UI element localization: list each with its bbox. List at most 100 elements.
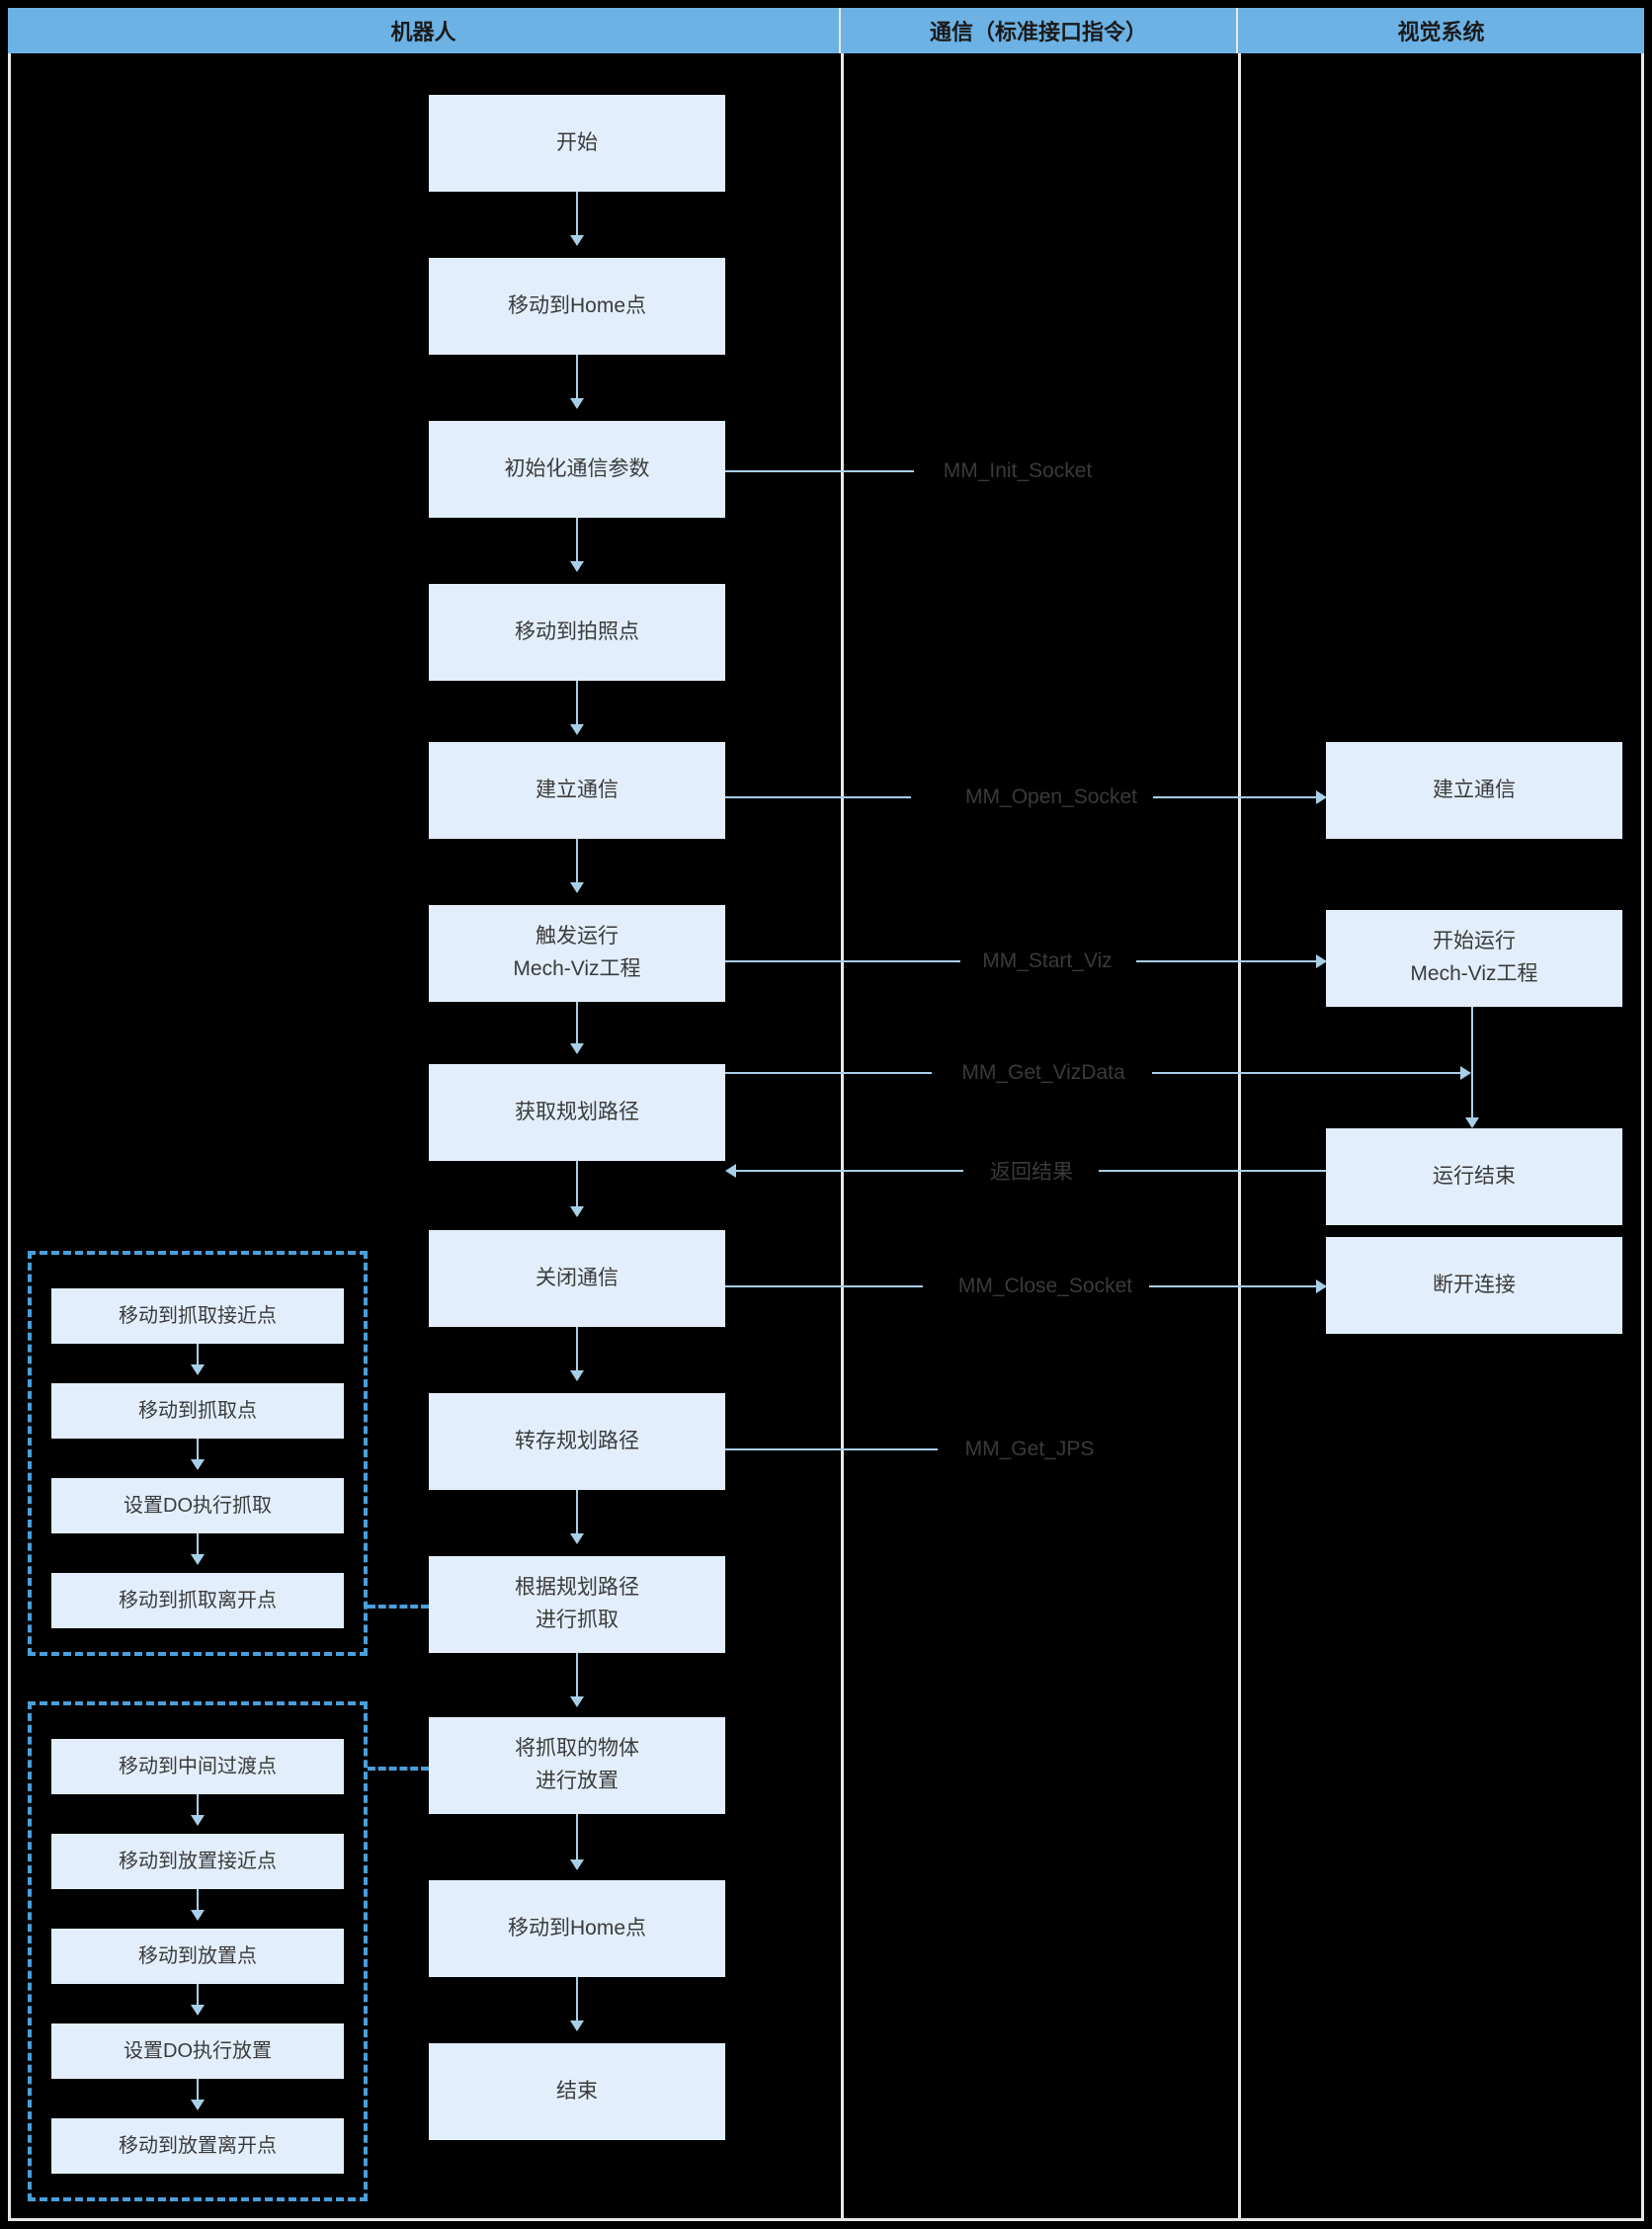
- connector-capture-to-opencomm: [576, 681, 578, 730]
- connector-closecomm-to-savepath: [576, 1327, 578, 1376]
- commline-return-result-right: [1099, 1170, 1326, 1172]
- node-trigger-mechviz[interactable]: 触发运行 Mech-Viz工程: [429, 905, 725, 1002]
- connector-vision-start-to-runend: [1471, 1007, 1473, 1123]
- swimlane-header-vision: 视觉系统: [1238, 8, 1644, 53]
- node-place-point[interactable]: 移动到放置点: [51, 1929, 344, 1984]
- commline-open-socket-left: [725, 796, 911, 798]
- comm-label-get-jps: MM_Get_JPS: [964, 1438, 1095, 1460]
- comm-label-return-result: 返回结果: [990, 1161, 1073, 1184]
- commline-open-socket-right: [1153, 796, 1319, 798]
- connector-place-4-5: [197, 2079, 199, 2103]
- arrowhead-right-open-socket: [1316, 790, 1327, 804]
- comm-label-open-socket: MM_Open_Socket: [965, 785, 1137, 808]
- swimlane-header-communication: 通信（标准接口指令）: [841, 8, 1238, 53]
- arrowhead-place-1: [191, 1815, 205, 1826]
- connector-pick-3-4: [197, 1533, 199, 1557]
- lane-divider-1: [841, 53, 844, 2221]
- connector-pick-2-3: [197, 1439, 199, 1462]
- arrowhead-right-close-socket: [1316, 1280, 1327, 1293]
- node-place-transition[interactable]: 移动到中间过渡点: [51, 1739, 344, 1794]
- node-vision-start-mechviz[interactable]: 开始运行 Mech-Viz工程: [1326, 910, 1622, 1007]
- node-place-set-do[interactable]: 设置DO执行放置: [51, 2023, 344, 2079]
- connector-home1-to-init: [576, 355, 578, 404]
- node-place-departure[interactable]: 移动到放置离开点: [51, 2118, 344, 2174]
- arrowhead-down-6: [570, 1043, 584, 1054]
- arrowhead-down-9: [570, 1533, 584, 1544]
- commline-init-socket: [725, 470, 914, 472]
- node-pick-point[interactable]: 移动到抓取点: [51, 1383, 344, 1439]
- connector-place-2-3: [197, 1889, 199, 1913]
- arrowhead-down-5: [570, 882, 584, 893]
- arrowhead-down-7: [570, 1206, 584, 1217]
- arrowhead-down-12: [570, 2021, 584, 2031]
- dashed-link-pick-group-to-node: [368, 1605, 429, 1609]
- lane-divider-2: [1238, 53, 1241, 2221]
- connector-opencomm-to-trigger: [576, 839, 578, 888]
- arrowhead-down-11: [570, 1859, 584, 1870]
- connector-trigger-to-getpath: [576, 1002, 578, 1049]
- arrowhead-place-2: [191, 1910, 205, 1921]
- node-get-planned-path[interactable]: 获取规划路径: [429, 1064, 725, 1161]
- arrowhead-down-3: [570, 561, 584, 572]
- node-place-approach[interactable]: 移动到放置接近点: [51, 1834, 344, 1889]
- arrowhead-pick-2: [191, 1459, 205, 1470]
- connector-home2-to-end: [576, 1977, 578, 2026]
- commline-return-result-left: [736, 1170, 963, 1172]
- node-start[interactable]: 开始: [429, 95, 725, 192]
- commline-get-jps: [725, 1448, 938, 1450]
- node-pick-departure[interactable]: 移动到抓取离开点: [51, 1573, 344, 1628]
- arrowhead-pick-1: [191, 1364, 205, 1375]
- comm-label-init-socket: MM_Init_Socket: [943, 459, 1093, 482]
- node-init-comm-params[interactable]: 初始化通信参数: [429, 421, 725, 518]
- node-close-communication[interactable]: 关闭通信: [429, 1230, 725, 1327]
- node-open-communication[interactable]: 建立通信: [429, 742, 725, 839]
- arrowhead-left-return-result: [725, 1164, 736, 1178]
- connector-place-to-home2: [576, 1814, 578, 1865]
- commline-close-socket-right: [1149, 1285, 1319, 1287]
- swimlane-header-robot: 机器人: [8, 8, 841, 53]
- commline-get-vizdata-left: [725, 1072, 932, 1074]
- comm-label-start-viz: MM_Start_Viz: [982, 949, 1113, 972]
- arrowhead-down-4: [570, 724, 584, 735]
- connector-savepath-to-pick: [576, 1490, 578, 1539]
- group-place-sequence: [28, 1701, 368, 2201]
- arrowhead-right-start-viz: [1316, 954, 1327, 968]
- connector-pick-1-2: [197, 1344, 199, 1367]
- node-end[interactable]: 结束: [429, 2043, 725, 2140]
- commline-start-viz-left: [725, 960, 960, 962]
- commline-start-viz-right: [1136, 960, 1319, 962]
- dashed-link-place-group-to-node: [368, 1767, 429, 1771]
- arrowhead-down-2: [570, 398, 584, 409]
- node-execute-place[interactable]: 将抓取的物体 进行放置: [429, 1717, 725, 1814]
- node-vision-disconnect[interactable]: 断开连接: [1326, 1237, 1622, 1334]
- node-pick-set-do[interactable]: 设置DO执行抓取: [51, 1478, 344, 1533]
- connector-start-to-home1: [576, 192, 578, 241]
- node-move-to-capture-point[interactable]: 移动到拍照点: [429, 584, 725, 681]
- connector-place-3-4: [197, 1984, 199, 2008]
- comm-label-close-socket: MM_Close_Socket: [957, 1275, 1133, 1297]
- node-vision-open-communication[interactable]: 建立通信: [1326, 742, 1622, 839]
- connector-pick-to-place: [576, 1653, 578, 1702]
- connector-place-1-2: [197, 1794, 199, 1818]
- node-save-planned-path[interactable]: 转存规划路径: [429, 1393, 725, 1490]
- node-pick-approach[interactable]: 移动到抓取接近点: [51, 1288, 344, 1344]
- node-vision-run-finished[interactable]: 运行结束: [1326, 1128, 1622, 1225]
- connector-getpath-to-closecomm: [576, 1161, 578, 1212]
- comm-label-get-vizdata: MM_Get_VizData: [961, 1061, 1125, 1084]
- node-move-to-home-1[interactable]: 移动到Home点: [429, 258, 725, 355]
- node-execute-pick-along-path[interactable]: 根据规划路径 进行抓取: [429, 1556, 725, 1653]
- arrowhead-down-vision: [1465, 1117, 1479, 1128]
- arrowhead-place-3: [191, 2005, 205, 2016]
- arrowhead-down-10: [570, 1696, 584, 1707]
- node-move-to-home-2[interactable]: 移动到Home点: [429, 1880, 725, 1977]
- commline-close-socket-left: [725, 1285, 923, 1287]
- arrowhead-place-4: [191, 2100, 205, 2110]
- connector-init-to-capture: [576, 518, 578, 567]
- arrowhead-right-get-vizdata: [1460, 1066, 1471, 1080]
- swimlane-header-row: 机器人 通信（标准接口指令） 视觉系统: [8, 8, 1644, 53]
- arrowhead-pick-3: [191, 1554, 205, 1565]
- arrowhead-down-8: [570, 1370, 584, 1381]
- group-pick-sequence: [28, 1251, 368, 1656]
- arrowhead-down-1: [570, 235, 584, 246]
- commline-get-vizdata-right: [1152, 1072, 1466, 1074]
